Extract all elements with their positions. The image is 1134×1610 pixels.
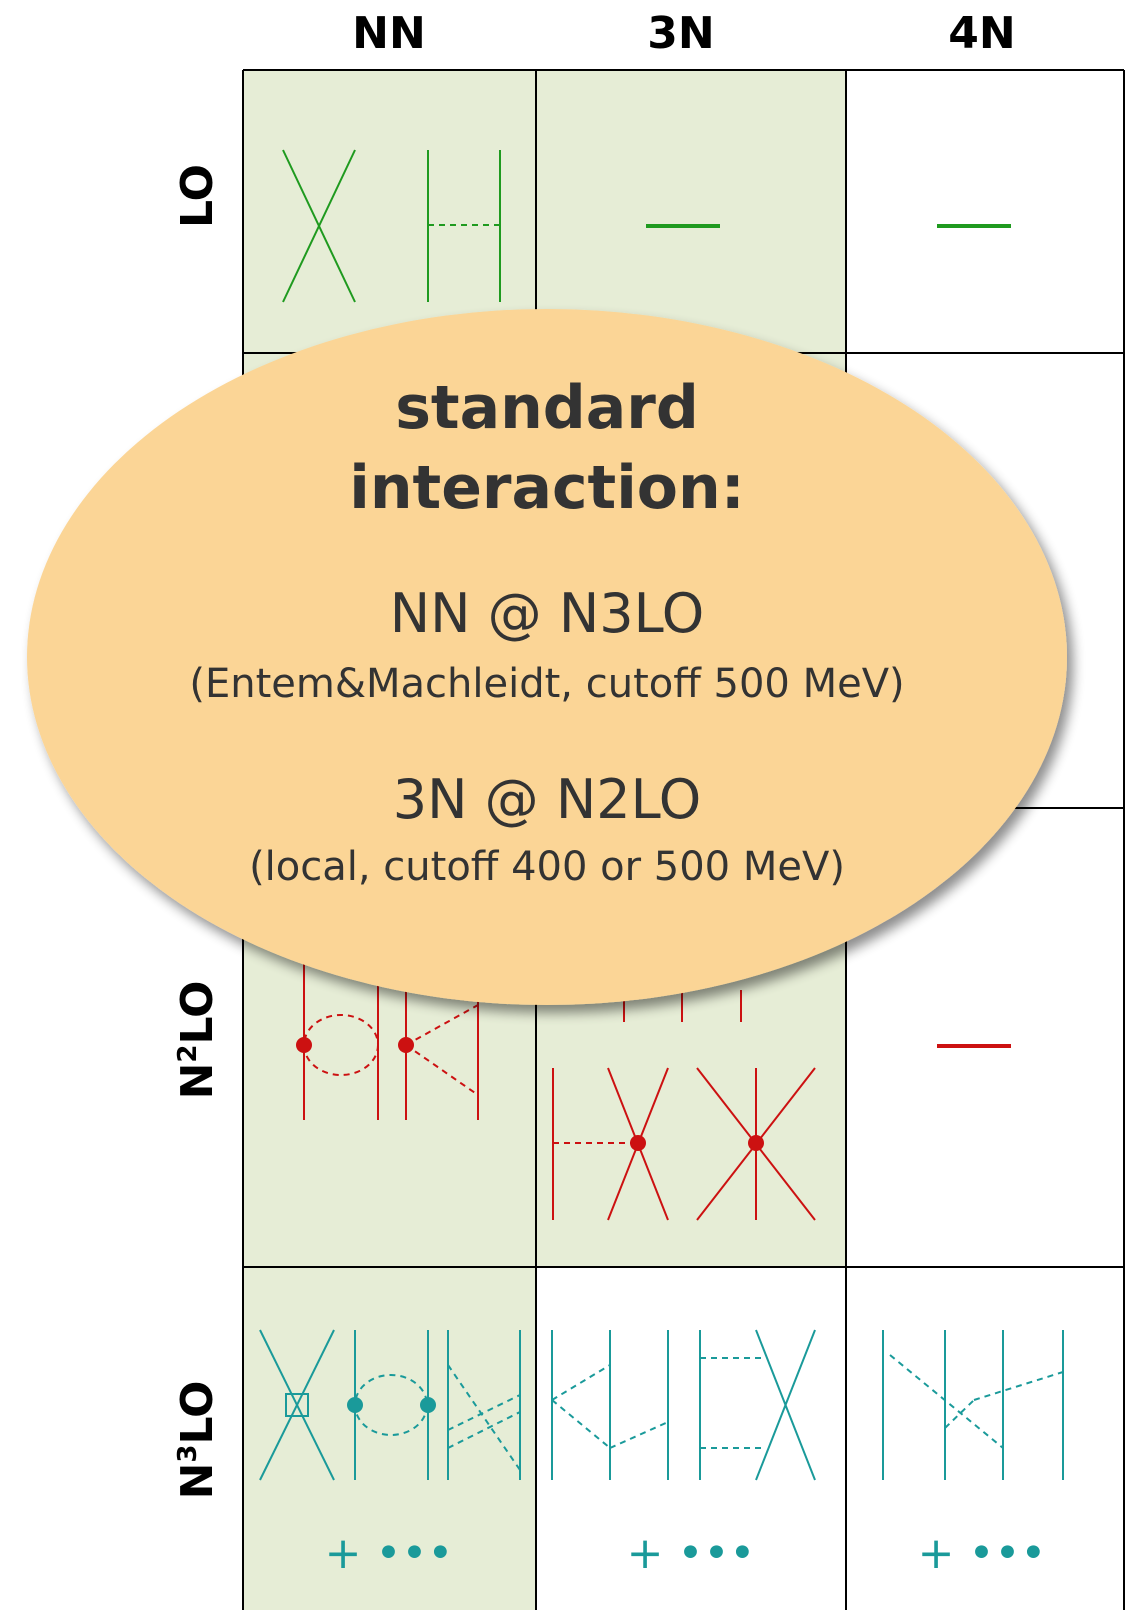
n2lo-pion-loop	[303, 1014, 379, 1076]
column-header-4n: 4N	[948, 8, 1015, 59]
lo-contact-leg	[282, 149, 356, 303]
lo-nn-diagrams	[282, 149, 501, 303]
column-header-3n: 3N	[647, 8, 714, 59]
n2lo-vertex	[398, 1037, 414, 1053]
column-header-nn: NN	[352, 8, 426, 59]
callout-title-line2: interaction:	[349, 453, 744, 523]
row-header-lo: LO	[172, 164, 223, 228]
n2lo-nn-diagrams	[303, 950, 816, 1221]
n3lo-3n-leg	[755, 1329, 816, 1481]
n3lo-vertex	[420, 1397, 436, 1413]
n2lo-vertex	[630, 1135, 646, 1151]
callout-3n-detail: (local, cutoff 400 or 500 MeV)	[249, 844, 845, 890]
n3lo-vertex	[347, 1397, 363, 1413]
n2lo-vertices	[296, 1037, 764, 1151]
n3lo-pion-line	[447, 1394, 521, 1431]
n3lo-3n-pion	[609, 1421, 669, 1449]
continuation-4n: + •••	[918, 1528, 1047, 1579]
n3lo-3n-diagrams	[551, 1329, 816, 1481]
n2lo-vertex	[296, 1037, 312, 1053]
n2lo-vertex	[748, 1135, 764, 1151]
n3lo-4n-pion	[889, 1354, 1004, 1449]
row-header-n3lo: N3LO	[172, 1381, 223, 1500]
callout-ellipse	[27, 309, 1067, 1005]
n3lo-4n-diagrams	[882, 1330, 1064, 1480]
n3lo-pion-line	[447, 1411, 521, 1449]
callout-title-line1: standard	[395, 373, 699, 443]
n3lo-3n-pion	[551, 1364, 611, 1401]
continuation-3n: + •••	[627, 1528, 756, 1579]
row-header-n2lo: N2LO	[172, 981, 223, 1100]
n3lo-4n-pion	[973, 1371, 1064, 1401]
n3lo-contact-leg	[259, 1329, 335, 1481]
callout-nn-line: NN @ N3LO	[390, 582, 705, 645]
n2lo-pion-line	[405, 1044, 479, 1096]
n3lo-contact-box	[285, 1393, 309, 1417]
n3lo-4n-pion	[944, 1399, 975, 1429]
callout-3n-line: 3N @ N2LO	[393, 768, 702, 831]
callout-nn-detail: (Entem&Machleidt, cutoff 500 MeV)	[189, 661, 904, 707]
n3lo-3n-pion	[551, 1399, 611, 1449]
callout-bubble: standard interaction: NN @ N3LO (Entem&M…	[27, 309, 1067, 1005]
continuation-nn: + •••	[325, 1528, 454, 1579]
n2lo-pion-line	[405, 1004, 479, 1046]
n3lo-vertices	[347, 1397, 436, 1413]
